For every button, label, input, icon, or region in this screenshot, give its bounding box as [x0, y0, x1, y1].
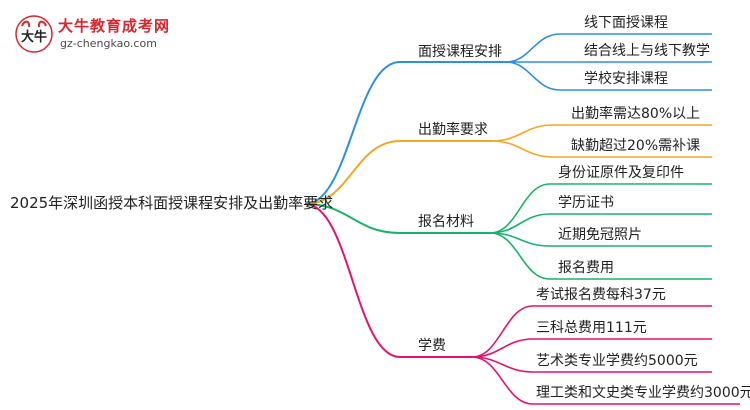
- connector-branch-1-leaf-3: [505, 61, 712, 91]
- branch-3-leaf-2: 学历证书: [558, 195, 614, 211]
- connector-branch-4-leaf-4: [471, 356, 740, 405]
- branch-4-leaf-2: 三科总费用111元: [536, 320, 647, 336]
- connector-branch-2-leaf-2: [491, 140, 712, 158]
- logo-title: 大牛教育成考网: [58, 17, 171, 35]
- branch-2-leaf-2: 缺勤超过20%需补课: [571, 138, 701, 154]
- branch-3-leaf-3: 近期免冠照片: [558, 227, 642, 243]
- branch-2-leaf-1: 出勤率需达80%以上: [571, 106, 701, 122]
- branch-4-topic: 学费: [418, 338, 446, 354]
- branch-1-leaf-3: 学校安排课程: [584, 71, 668, 87]
- branch-3-leaf-1: 身份证原件及复印件: [558, 165, 684, 181]
- branch-3-leaf-4: 报名费用: [558, 260, 614, 276]
- branch-1-leaf-1: 线下面授课程: [584, 15, 668, 31]
- connector-branch-4-leaf-3: [471, 356, 712, 373]
- connector-branch-4-leaf-2: [471, 338, 712, 358]
- branch-4-leaf-1: 考试报名费每科37元: [536, 287, 666, 303]
- connector-root-to-branch-2: [304, 140, 492, 205]
- branch-1-topic: 面授课程安排: [418, 44, 502, 60]
- connector-root-to-branch-4: [304, 203, 472, 358]
- branch-1-leaf-2: 结合线上与线下教学: [584, 43, 710, 59]
- branch-2-topic: 出勤率要求: [418, 122, 488, 138]
- connector-root-to-branch-1: [304, 61, 506, 205]
- root-topic: 2025年深圳函授本科面授课程安排及出勤率要求: [10, 194, 334, 212]
- connector-root-to-branch-3: [304, 203, 490, 234]
- connector-branch-2-leaf-1: [491, 124, 712, 142]
- connector-branch-3-leaf-3: [489, 232, 712, 247]
- bull-logo-icon: 大牛: [15, 15, 53, 53]
- connector-branch-3-leaf-4: [489, 232, 712, 280]
- site-logo[interactable]: 大牛 大牛教育成考网 gz-chengkao.com: [14, 12, 204, 56]
- connector-branch-3-leaf-1: [489, 183, 712, 234]
- connector-branch-4-leaf-1: [471, 305, 712, 358]
- branch-4-leaf-4: 理工类和文史类专业学费约3000元: [536, 385, 750, 401]
- connector-branch-1-leaf-1: [505, 33, 712, 63]
- logo-url: gz-chengkao.com: [60, 37, 157, 50]
- logo-mark-text: 大牛: [21, 29, 47, 45]
- branch-4-leaf-3: 艺术类专业学费约5000元: [536, 353, 698, 369]
- branch-3-topic: 报名材料: [418, 214, 474, 230]
- connector-branch-3-leaf-2: [489, 213, 712, 234]
